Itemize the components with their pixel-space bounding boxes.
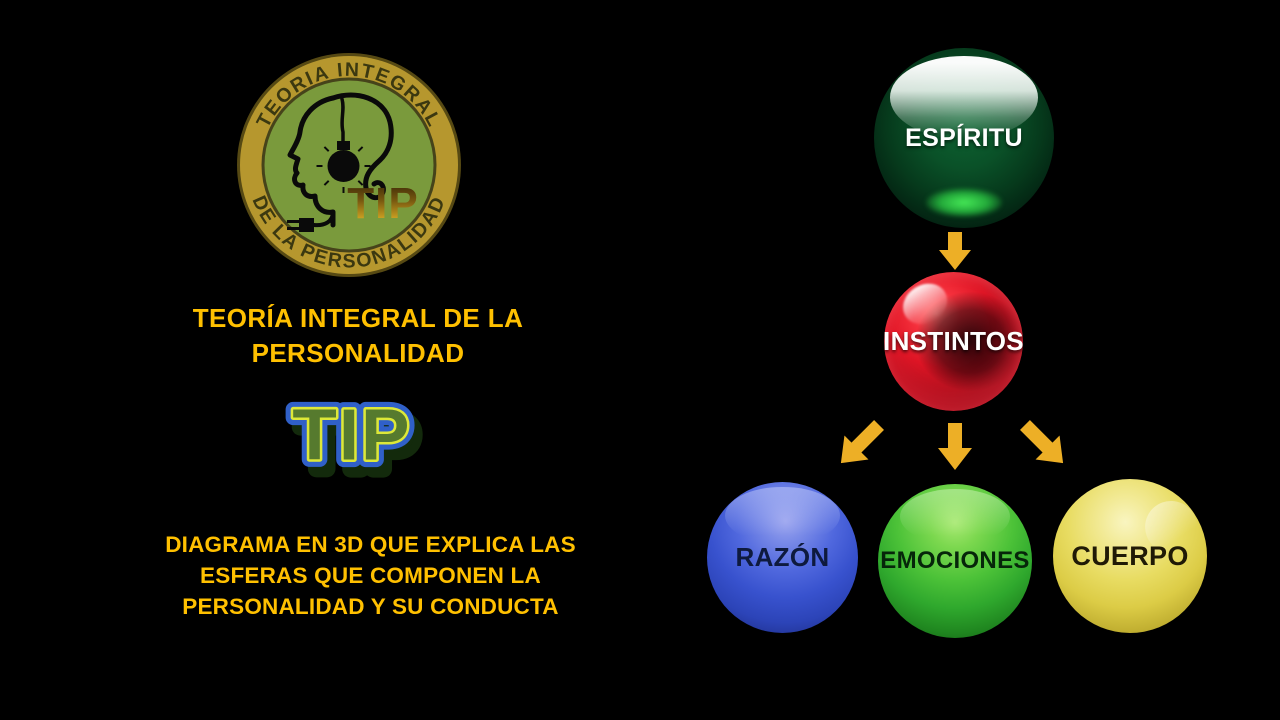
sphere-cuerpo: CUERPO [1053, 479, 1207, 633]
page-title: TEORÍA INTEGRAL DE LA PERSONALIDAD [192, 303, 524, 368]
sphere-instintos-label: INSTINTOS [883, 326, 1024, 356]
sphere-espiritu: ESPÍRITU [874, 48, 1054, 228]
arrow-diagonal-right-icon [1013, 413, 1075, 475]
head-lightbulb-icon [287, 92, 394, 228]
tip-wordmark-inner: TIP [292, 395, 411, 476]
tip-wordmark-outer: TIP [292, 395, 411, 476]
lightbulb-icon [316, 141, 371, 193]
sphere-emociones-label: EMOCIONES [880, 547, 1030, 574]
sphere-espiritu-label: ESPÍRITU [905, 123, 1023, 152]
sphere-razon-label: RAZÓN [735, 542, 830, 572]
tip-wordmark-shadow: TIP [299, 404, 418, 485]
sphere-cuerpo-label: CUERPO [1071, 540, 1189, 571]
sphere-razon: RAZÓN [707, 482, 858, 633]
arrow-down-center-icon [938, 423, 972, 470]
tip-wordmark: TIP TIP TIP [285, 387, 425, 492]
slide-description: DIAGRAMA EN 3D QUE EXPLICA LAS ESFERAS Q… [165, 532, 576, 619]
badge-monogram: TIP [347, 179, 418, 228]
tip-logo-badge: TEORIA INTEGRAL DE LA PERSONALIDAD [237, 53, 461, 277]
arrow-diagonal-left-icon [829, 413, 891, 475]
arrow-down-icon [939, 232, 971, 270]
plug-icon [287, 218, 314, 232]
sphere-instintos: INSTINTOS [883, 272, 1024, 411]
sphere-emociones: EMOCIONES [878, 484, 1032, 638]
